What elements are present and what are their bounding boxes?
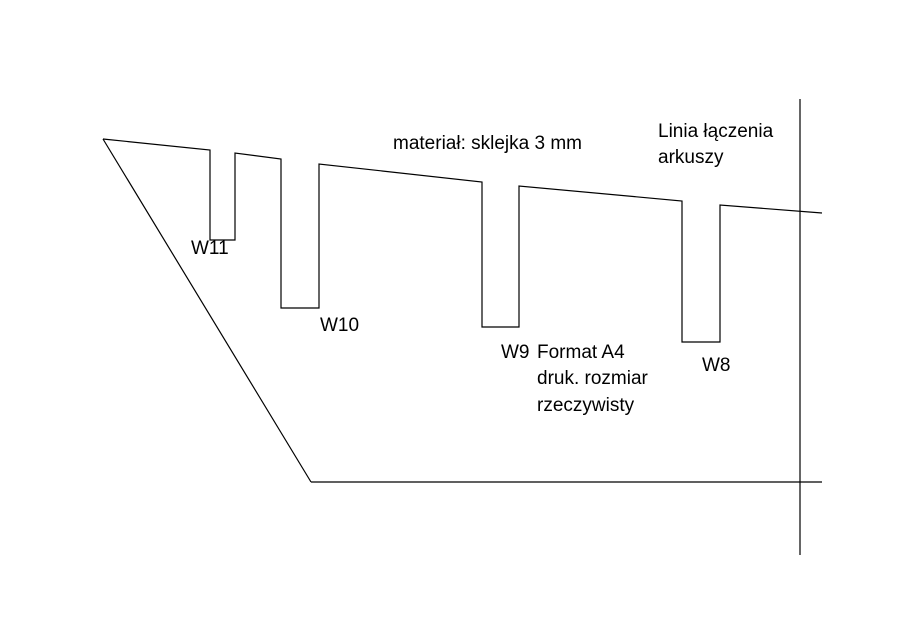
joint-note-line2: arkuszy [658, 147, 724, 168]
part-top-edge-with-slots [102, 138, 823, 343]
slot-label-w10: W10 [320, 315, 360, 336]
format-note-line1: Format A4 [537, 342, 625, 363]
format-note-line3: rzeczywisty [537, 395, 635, 416]
format-note-line2: druk. rozmiar [537, 368, 648, 389]
slot-label-w9: W9 [501, 342, 530, 363]
joint-note-line1: Linia łączenia [658, 121, 774, 142]
material-note: materiał: sklejka 3 mm [393, 133, 582, 154]
slot-label-w11: W11 [191, 238, 229, 259]
part-left-diagonal-edge [102, 138, 312, 483]
slot-label-w8: W8 [702, 355, 731, 376]
